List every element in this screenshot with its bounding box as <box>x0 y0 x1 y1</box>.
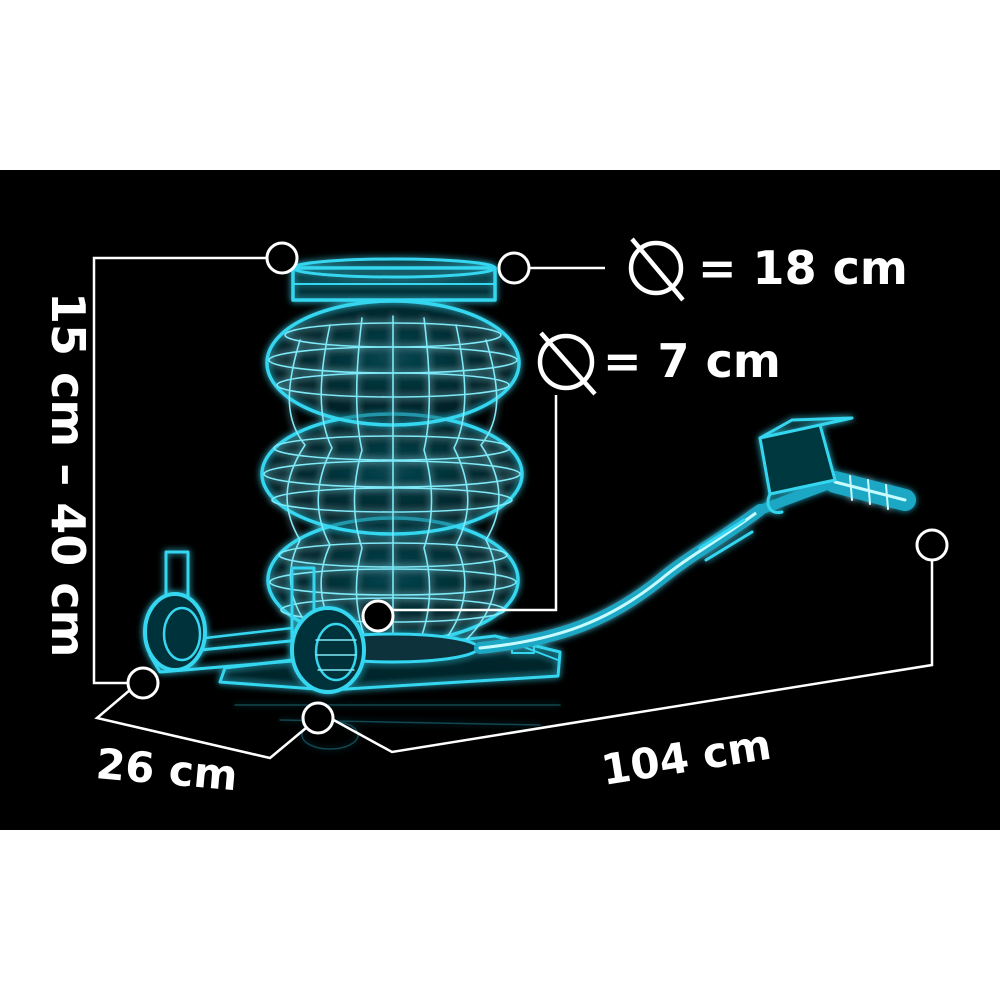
circle-marker-icon <box>361 599 395 633</box>
callout-markers <box>126 241 949 735</box>
height-range-label: 15 cm – 40 cm <box>41 292 95 657</box>
jack-handle <box>474 416 916 654</box>
circle-marker-icon <box>301 701 335 735</box>
circle-marker-icon <box>126 666 160 700</box>
width-bracket-line <box>94 689 319 760</box>
bellow-diameter-label: = 7 cm <box>603 334 781 388</box>
circle-marker-icon <box>915 528 949 562</box>
top-plate-diameter-label: = 18 cm <box>698 241 908 295</box>
floor-reflection <box>234 704 561 750</box>
circle-marker-icon <box>497 251 531 285</box>
top-plate <box>291 257 497 302</box>
length-bracket-line <box>329 560 934 754</box>
air-jack-illustration <box>143 257 916 750</box>
circle-marker-icon <box>265 241 299 275</box>
diameter-icon <box>628 237 685 302</box>
diameter-icon <box>537 331 597 396</box>
height-bracket-line <box>92 256 270 685</box>
left-wheel <box>143 592 207 672</box>
bellow-rings <box>263 322 521 623</box>
bellow-diameter-leader <box>378 395 558 612</box>
length-label: 104 cm <box>598 720 775 795</box>
dimension-lines <box>92 256 934 760</box>
width-label: 26 cm <box>94 739 239 800</box>
front-wheel <box>290 606 366 694</box>
